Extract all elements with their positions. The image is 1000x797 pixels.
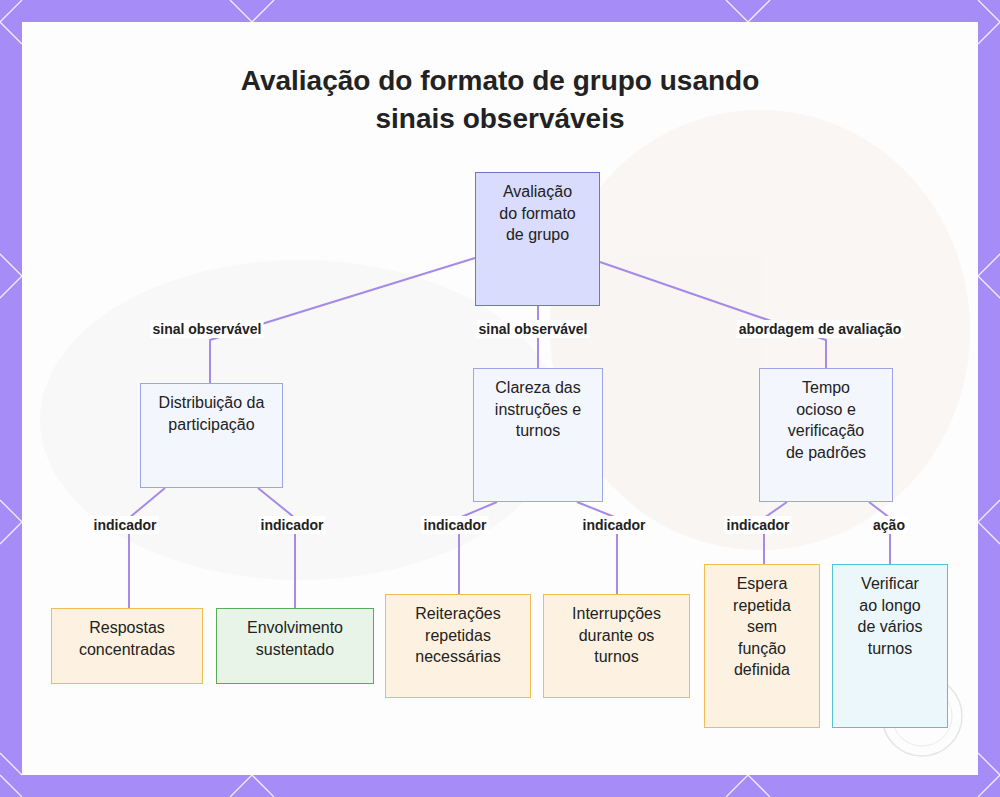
inner-panel	[22, 22, 978, 775]
indicator-box: Reiterações repetidas necessárias	[385, 594, 531, 698]
node-label: Respostas concentradas	[67, 617, 187, 660]
node-label: Clareza das instruções e turnos	[492, 377, 584, 442]
signal-box: Distribuição da participação	[140, 383, 283, 488]
node-label: Distribuição da participação	[156, 392, 268, 435]
node-label: Envolvimento sustentado	[235, 617, 355, 660]
faded-background-image	[40, 110, 970, 580]
edge-label: indicador	[724, 516, 791, 534]
edge-label: indicador	[580, 516, 647, 534]
indicator-box: Interrupções durante os turnos	[543, 594, 690, 698]
indicator-box: Espera repetida sem função definida	[704, 564, 820, 728]
action-box: Verificar ao longo de vários turnos	[832, 564, 948, 728]
node-label: Reiterações repetidas necessárias	[402, 603, 514, 668]
edge-label: sinal observável	[151, 320, 264, 338]
indicator-box: Respostas concentradas	[51, 608, 203, 684]
signal-box: Tempo ocioso e verificação de padrões	[759, 368, 893, 502]
node-label: Verificar ao longo de vários turnos	[850, 573, 930, 659]
node-label: Espera repetida sem função definida	[726, 573, 798, 681]
diagram-title: Avaliação do formato de grupo usando sin…	[200, 62, 800, 138]
node-label: Interrupções durante os turnos	[561, 603, 673, 668]
edge-label: ação	[871, 516, 907, 534]
edge-label: sinal observável	[477, 320, 590, 338]
edge-label: abordagem de avaliação	[737, 320, 904, 338]
node-label: Tempo ocioso e verificação de padrões	[779, 377, 873, 463]
edge-label: indicador	[91, 516, 158, 534]
connector-line	[258, 488, 295, 608]
edge-label: indicador	[258, 516, 325, 534]
node-label: Avaliação do formato de grupo	[494, 181, 582, 246]
indicator-box: Envolvimento sustentado	[216, 608, 374, 684]
signal-box: Clareza das instruções e turnos	[473, 368, 603, 502]
connector-line	[600, 262, 826, 368]
edge-label: indicador	[421, 516, 488, 534]
connector-line	[129, 488, 165, 608]
root-box: Avaliação do formato de grupo	[475, 172, 600, 306]
